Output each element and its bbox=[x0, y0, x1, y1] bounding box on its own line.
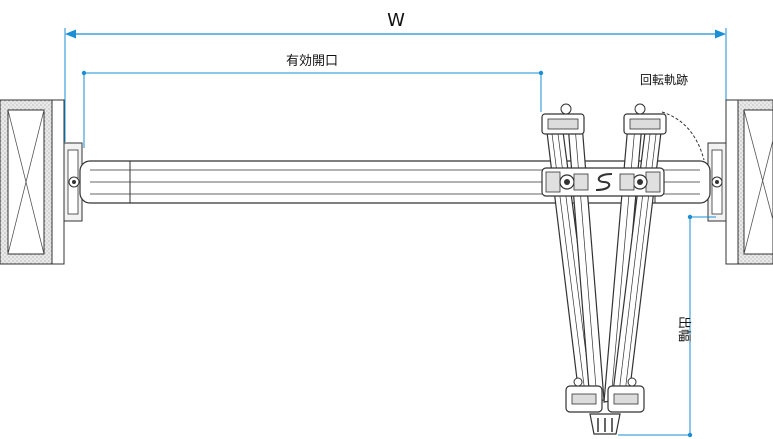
center-hinge-block-mid bbox=[619, 173, 635, 191]
effective-opening-label: 有効開口 bbox=[286, 54, 338, 69]
right-wall-panel bbox=[743, 109, 773, 255]
center-hinge-pivot-right-core bbox=[637, 179, 643, 185]
projection-dot-bottom bbox=[687, 432, 693, 438]
center-hinge-block-mid bbox=[573, 173, 589, 191]
right-wall-hatch bbox=[743, 139, 773, 255]
left-wall-post bbox=[51, 99, 65, 265]
right-jamb-frame bbox=[707, 142, 727, 222]
top-hinge-right-knob bbox=[634, 103, 646, 115]
center-hinge-block-left bbox=[545, 171, 561, 193]
center-latch-s-curve bbox=[595, 173, 613, 191]
center-hinge-block-right bbox=[645, 171, 661, 193]
left-wall bbox=[0, 99, 65, 265]
effective-opening-dot-right bbox=[538, 70, 544, 76]
rotation-track-label: 回転軌跡 bbox=[640, 72, 688, 87]
dimension-w: W bbox=[64, 10, 727, 142]
bottom-hinge-right-slot bbox=[613, 393, 639, 405]
left-jamb-frame bbox=[63, 142, 83, 222]
bottom-hinge-left-slot bbox=[571, 393, 597, 405]
dimension-w-arrow-left bbox=[65, 29, 76, 39]
top-hinge-right bbox=[623, 103, 667, 135]
rotation-track-arc bbox=[661, 111, 705, 161]
right-jamb-pivot-core bbox=[715, 180, 719, 184]
effective-opening-dot-left bbox=[81, 70, 87, 76]
bottom-hinge-knob bbox=[573, 377, 583, 387]
bottom-hinge-knob bbox=[627, 377, 637, 387]
projection-dot-top bbox=[687, 214, 693, 220]
projection-label: 出幅 bbox=[676, 316, 691, 342]
top-hinge-right-slot bbox=[629, 118, 661, 130]
dimension-projection: 出幅 bbox=[618, 214, 716, 438]
top-hinge-left bbox=[541, 103, 585, 135]
dimension-w-label: W bbox=[387, 10, 405, 31]
right-wall-hatch bbox=[743, 109, 773, 221]
center-hinge-pivot-left-core bbox=[564, 179, 570, 185]
center-hinge-cluster bbox=[541, 167, 665, 197]
rotation-track: 回転軌跡 bbox=[640, 72, 705, 161]
right-wall-post bbox=[725, 99, 739, 265]
dimension-effective-opening: 有効開口 bbox=[81, 54, 544, 148]
bottom-hinge-cluster bbox=[565, 377, 645, 435]
right-wall bbox=[725, 99, 773, 265]
top-hinge-left-slot bbox=[547, 118, 579, 130]
top-hinge-left-knob bbox=[560, 103, 572, 115]
dimension-w-arrow-right bbox=[715, 29, 726, 39]
left-jamb-pivot-core bbox=[72, 180, 76, 184]
left-wall-hatch bbox=[7, 109, 45, 255]
